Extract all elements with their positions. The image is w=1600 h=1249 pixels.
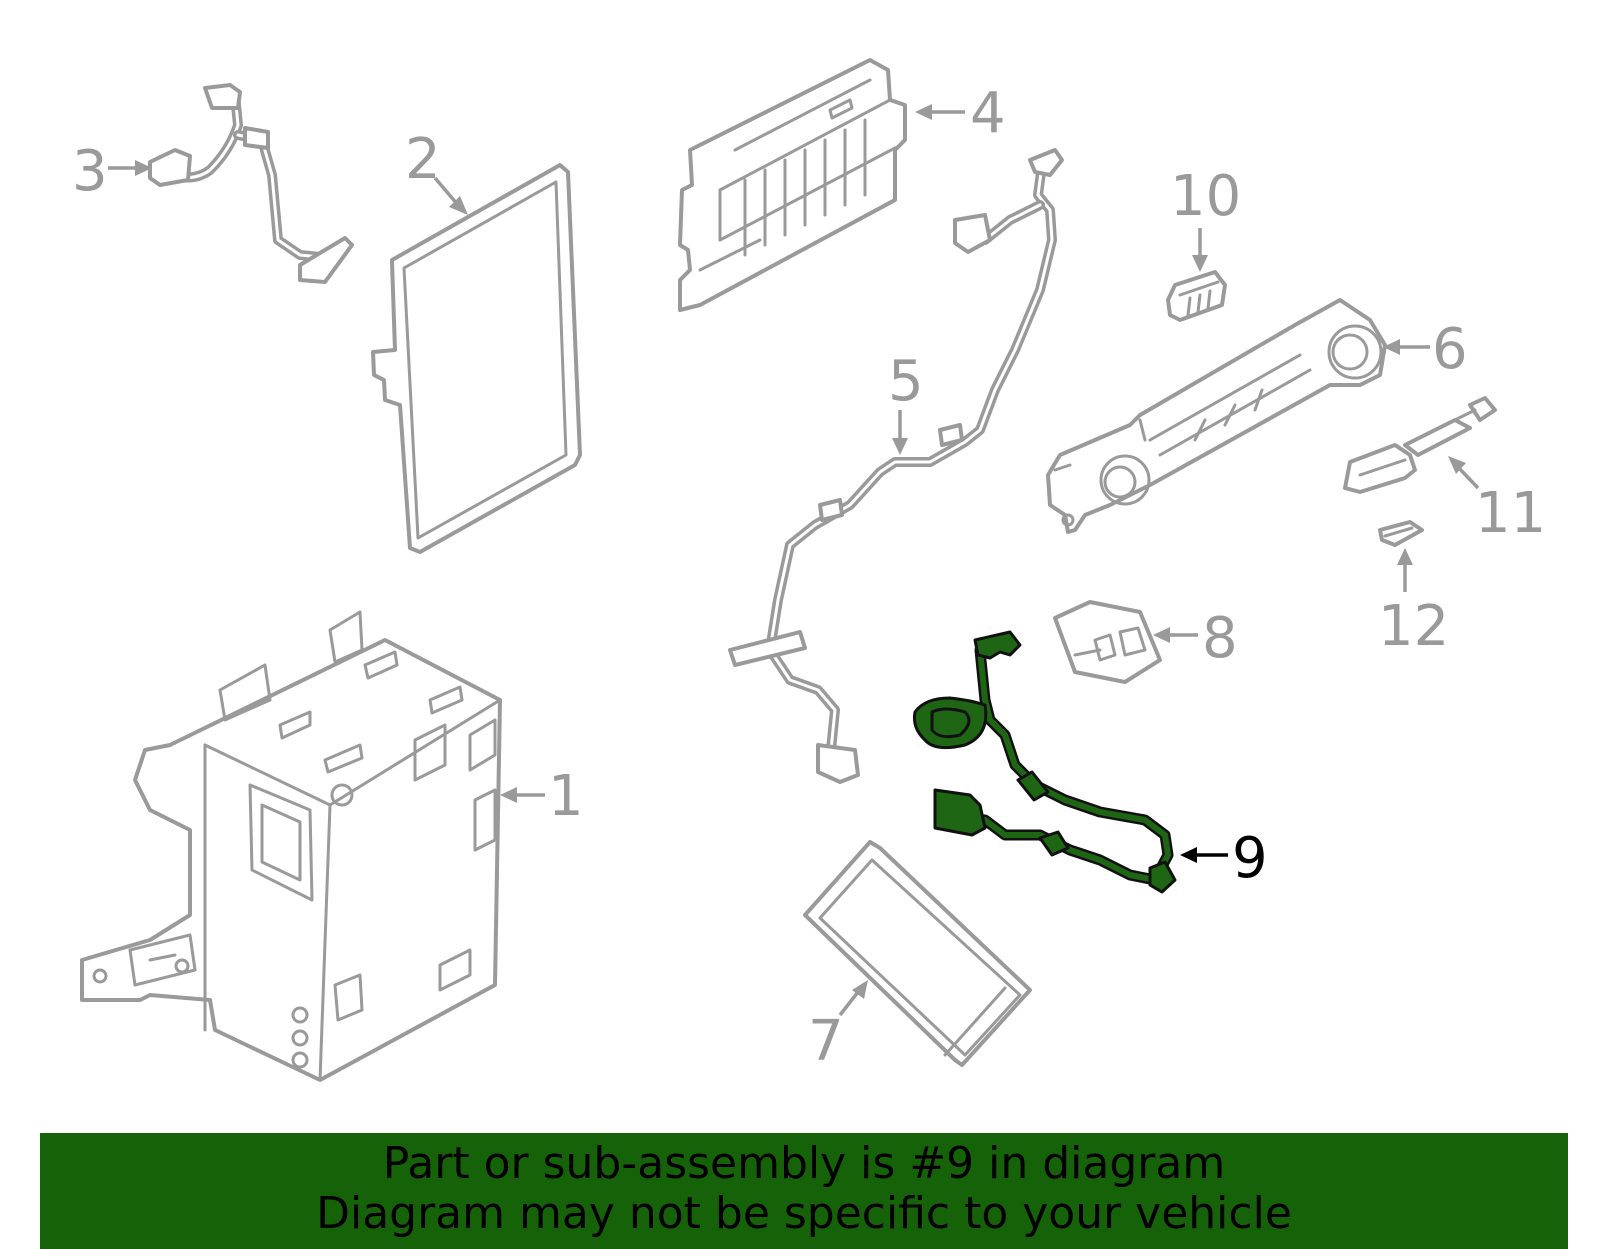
part-5-wire-harness[interactable] [728, 148, 1064, 784]
callout-12[interactable]: 12 [1378, 594, 1449, 659]
part-4-control-unit[interactable] [678, 58, 907, 312]
info-banner: Part or sub-assembly is #9 in diagram Di… [40, 1133, 1568, 1249]
banner-line-1: Part or sub-assembly is #9 in diagram [382, 1138, 1226, 1189]
callout-5[interactable]: 5 [888, 349, 924, 414]
callout-10[interactable]: 10 [1170, 164, 1241, 229]
part-12-clip[interactable] [1378, 520, 1424, 547]
part-1-module-housing[interactable] [80, 610, 502, 1082]
callout-1[interactable]: 1 [548, 764, 584, 829]
part-7-trim-panel[interactable] [803, 840, 1032, 1067]
callout-numbers: 1 2 3 4 5 6 7 8 9 10 11 12 [72, 81, 1546, 1074]
part-11-sensor[interactable] [1343, 396, 1497, 494]
banner-line-2: Diagram may not be specific to your vehi… [316, 1188, 1292, 1239]
callout-6[interactable]: 6 [1432, 317, 1468, 382]
part-3-wire-harness[interactable] [148, 83, 354, 284]
part-2-display-panel[interactable] [371, 163, 582, 554]
callout-11[interactable]: 11 [1475, 481, 1546, 546]
callout-2[interactable]: 2 [405, 127, 441, 192]
part-9-wire-harness[interactable] [913, 630, 1177, 894]
callout-4[interactable]: 4 [970, 81, 1006, 146]
part-8-bracket[interactable] [1053, 600, 1162, 684]
callout-9[interactable]: 9 [1232, 826, 1268, 891]
callout-3[interactable]: 3 [72, 139, 108, 204]
part-6-control-panel[interactable] [1046, 298, 1387, 534]
part-10-switch[interactable] [1166, 270, 1227, 322]
callout-leaders [108, 104, 1480, 1017]
callout-7[interactable]: 7 [808, 1009, 844, 1074]
callout-8[interactable]: 8 [1202, 606, 1238, 671]
